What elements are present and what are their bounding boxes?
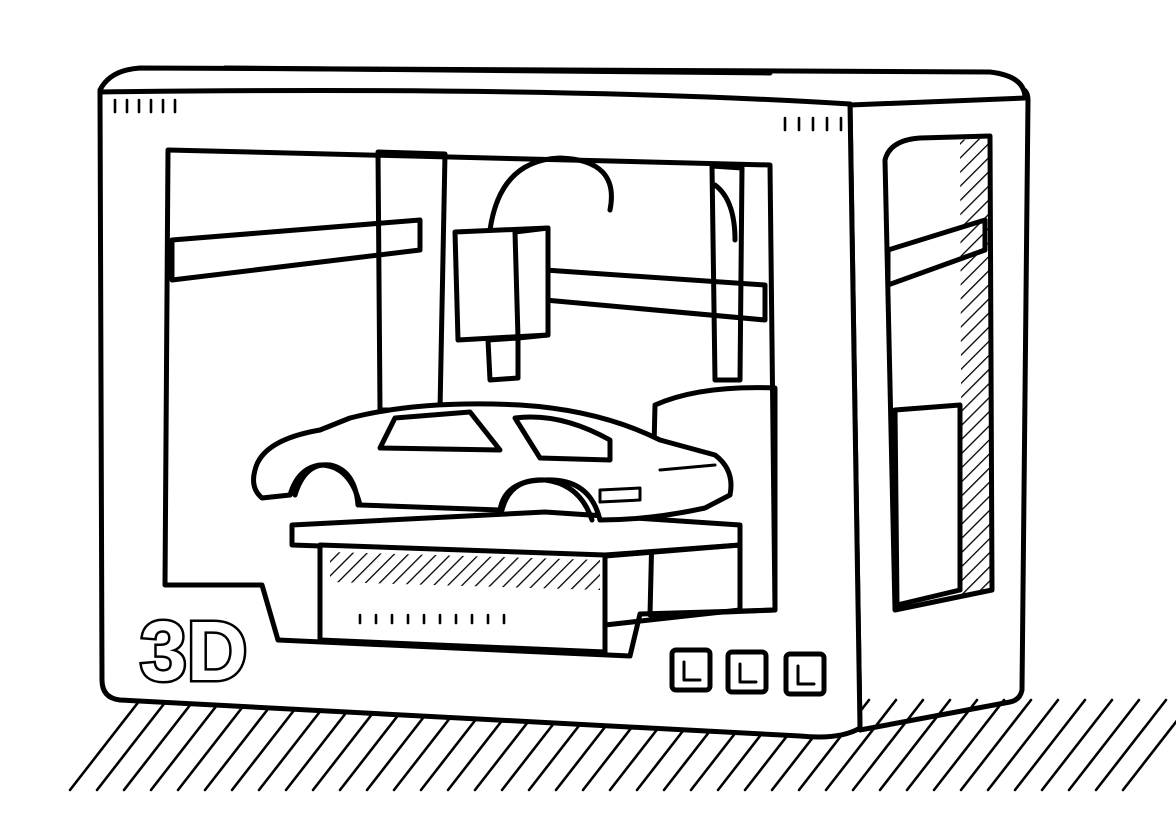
ground-hatch-line	[1067, 698, 1141, 792]
ground-hatch-line	[176, 698, 250, 792]
car-wheelarch-rear	[499, 477, 595, 523]
top-slot	[222, 65, 773, 76]
print-head-side	[512, 225, 551, 341]
ground-hatch-line	[284, 698, 358, 792]
nozzle	[485, 335, 521, 383]
ground-hatch-line	[149, 698, 223, 792]
ground-hatch-line	[257, 698, 331, 792]
control-buttons	[669, 647, 827, 697]
car-tail	[598, 463, 717, 504]
ground-hatch-line	[68, 698, 142, 792]
rail-left	[169, 217, 423, 283]
ground-hatch-line	[1040, 698, 1114, 792]
printer-label: 3D	[140, 604, 247, 698]
ground-hatch-line	[851, 698, 925, 792]
ground-hatch-line	[203, 698, 277, 792]
side-window-hatch	[960, 138, 990, 596]
ground-hatch-line	[1013, 698, 1087, 792]
panel-ticks	[113, 98, 843, 625]
control-button-3[interactable]	[783, 651, 827, 697]
ground-hatch-line	[1121, 719, 1176, 792]
filament-tube	[487, 155, 614, 233]
ground-hatch-line	[230, 698, 304, 792]
ground-hatch-line	[1094, 698, 1168, 792]
back-block	[647, 385, 778, 618]
side-window-rail	[885, 217, 988, 288]
car-windshield	[512, 414, 613, 463]
side-window-column	[892, 402, 963, 608]
car-windows	[377, 409, 503, 453]
ground-hatch-line	[95, 698, 169, 792]
car-wheelarch-front	[292, 462, 361, 508]
ground-hatch-line	[824, 698, 898, 792]
ground-hatch-line	[959, 698, 1033, 792]
print-bed-front-hatch	[330, 552, 600, 590]
control-button-2[interactable]	[725, 649, 769, 695]
ground-hatch-line	[986, 698, 1060, 792]
control-button-1[interactable]	[669, 647, 713, 693]
ground-hatch-line	[932, 698, 1006, 792]
print-head	[452, 225, 551, 343]
ground-hatch-line	[122, 698, 196, 792]
right-column	[709, 163, 745, 383]
print-bed-side	[602, 542, 743, 628]
filament-tube-2	[712, 182, 738, 243]
ground-hatch-line	[905, 698, 979, 792]
